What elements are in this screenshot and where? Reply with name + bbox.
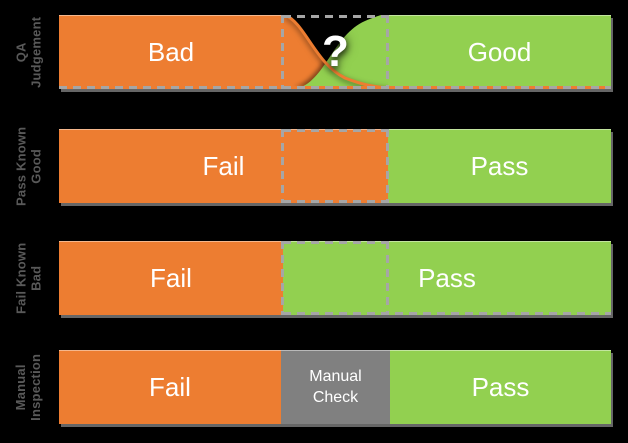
segment-fail: Fail: [59, 129, 388, 203]
bad-distribution-shape: [283, 15, 388, 89]
segment-bad: Bad: [59, 15, 283, 89]
row-label-qa-judgement: QA Judgement: [0, 15, 57, 89]
row-label-text: Fail Known Bad: [13, 242, 44, 314]
row-qa-judgement: QA Judgement Bad ? Good: [0, 15, 628, 89]
bar-fail-known-bad: Fail Pass: [59, 241, 611, 315]
segment-overlap-zone: ?: [283, 15, 388, 89]
row-fail-known-bad: Fail Known Bad Fail Pass: [0, 241, 628, 315]
threshold-dashed-line-right: [386, 129, 389, 203]
segment-good: Good: [388, 15, 611, 89]
segment-bad-label: Bad: [147, 37, 195, 67]
threshold-dashed-line-left: [281, 15, 284, 89]
segment-good-label: Good: [467, 37, 532, 67]
segment-fail: Fail: [59, 350, 281, 424]
threshold-dashed-line-right: [386, 15, 389, 89]
dashed-bottom-border: [59, 86, 611, 89]
row-manual-inspection: Manual Inspection Fail Manual Check Pass: [0, 350, 628, 424]
dashed-bottom-border: [283, 312, 611, 315]
segment-pass: Pass: [283, 241, 611, 315]
segment-pass: Pass: [390, 350, 611, 424]
segment-fail: Fail: [59, 241, 283, 315]
row-label-manual-inspection: Manual Inspection: [0, 350, 57, 424]
segment-pass-label: Pass: [470, 151, 529, 181]
threshold-dashed-line-left: [281, 241, 284, 315]
dashed-top-border: [283, 241, 388, 244]
row-label-pass-known-good: Pass Known Good: [0, 126, 57, 206]
good-distribution-shape: [296, 15, 388, 89]
segment-fail-label: Fail: [150, 263, 192, 293]
threshold-dashed-line-left: [281, 129, 284, 203]
row-label-text: Manual Inspection: [13, 353, 44, 421]
row-label-text: QA Judgement: [13, 16, 44, 88]
dashed-top-border: [283, 15, 388, 18]
segment-pass-label: Pass: [471, 372, 530, 402]
bar-pass-known-good: Fail Pass: [59, 129, 611, 203]
segment-manual-check: Manual Check: [281, 350, 390, 424]
bar-qa-judgement: Bad ? Good: [59, 15, 611, 89]
segment-fail-label: Fail: [149, 372, 191, 402]
row-label-fail-known-bad: Fail Known Bad: [0, 241, 57, 315]
dashed-bottom-border: [283, 200, 388, 203]
segment-manual-check-label: Manual Check: [309, 367, 362, 406]
segment-fail-label: Fail: [202, 151, 245, 181]
segment-pass-label: Pass: [418, 263, 476, 293]
row-pass-known-good: Pass Known Good Fail Pass: [0, 126, 628, 206]
row-label-text: Pass Known Good: [13, 126, 44, 206]
question-mark: ?: [322, 27, 349, 76]
threshold-dashed-line-right: [386, 241, 389, 315]
dashed-top-border: [283, 129, 388, 132]
segment-pass: Pass: [388, 129, 611, 203]
bar-manual-inspection: Fail Manual Check Pass: [59, 350, 611, 424]
